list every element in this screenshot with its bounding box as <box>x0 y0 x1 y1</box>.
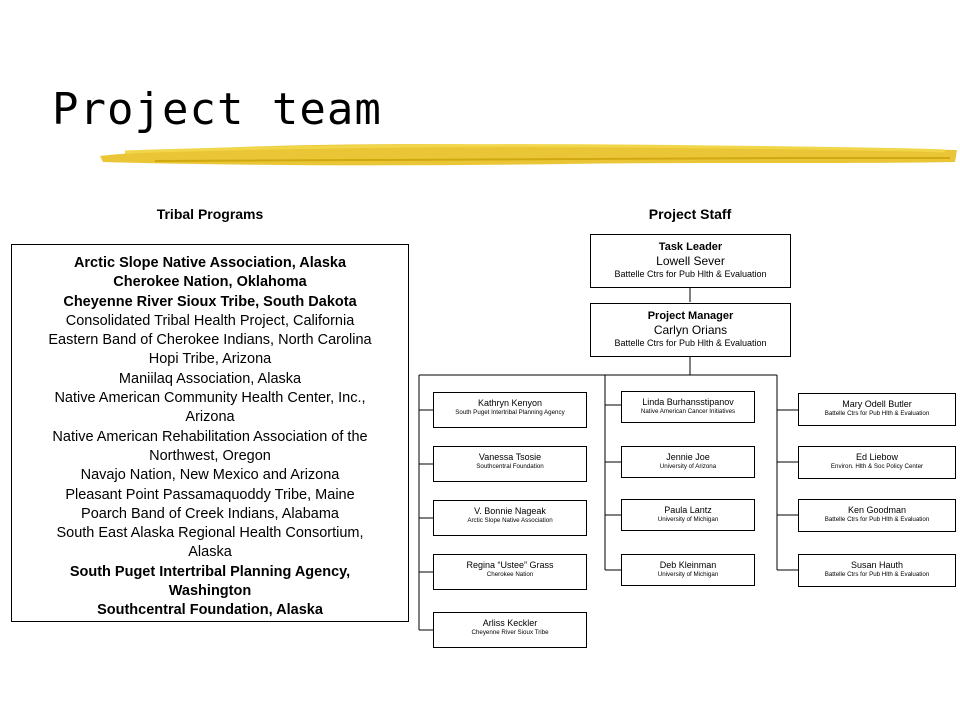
staff-box: Paula Lantz University of Michigan <box>621 499 755 531</box>
project-manager-name: Carlyn Orians <box>653 323 728 338</box>
staff-box: Kathryn Kenyon South Puget Intertribal P… <box>433 392 587 428</box>
project-staff-header: Project Staff <box>648 206 732 222</box>
staff-name: Linda Burhansstipanov <box>642 397 734 407</box>
tribal-programs-header: Tribal Programs <box>156 206 264 222</box>
staff-org: Battelle Ctrs for Pub Hlth & Evaluation <box>824 515 930 523</box>
staff-org: University of Michigan <box>657 515 719 523</box>
staff-name: Vanessa Tsosie <box>478 452 542 462</box>
staff-name: V. Bonnie Nageak <box>474 506 546 516</box>
brush-stroke-underline <box>100 144 957 166</box>
tribal-program-item: Cheyenne River Sioux Tribe, South Dakota <box>63 293 357 310</box>
staff-org: Arctic Slope Native Association <box>467 516 553 524</box>
staff-box: V. Bonnie Nageak Arctic Slope Native Ass… <box>433 500 587 536</box>
staff-name: Susan Hauth <box>850 560 904 570</box>
tribal-program-item: Maniilaq Association, Alaska <box>118 370 302 387</box>
staff-name: Ed Liebow <box>855 452 899 462</box>
tribal-program-item: Hopi Tribe, Arizona <box>148 351 272 368</box>
staff-org: Battelle Ctrs for Pub Hlth & Evaluation <box>824 570 930 578</box>
staff-org: University of Arizona <box>659 462 717 470</box>
tribal-program-item: Washington <box>168 583 252 600</box>
staff-box: Susan Hauth Battelle Ctrs for Pub Hlth &… <box>798 554 956 587</box>
task-leader-role: Task Leader <box>658 241 723 253</box>
tribal-program-item: Native American Rehabilitation Associati… <box>52 428 368 445</box>
task-leader-name: Lowell Sever <box>656 254 725 269</box>
staff-org: Cheyenne River Sioux Tribe <box>471 628 549 636</box>
tribal-program-item: Arctic Slope Native Association, Alaska <box>73 255 347 271</box>
tribal-program-item: Arizona <box>185 409 235 426</box>
staff-box: Linda Burhansstipanov Native American Ca… <box>621 391 755 423</box>
tribal-program-item: Eastern Band of Cherokee Indians, North … <box>48 332 372 349</box>
project-manager-box: Project Manager Carlyn Orians Battelle C… <box>590 303 791 357</box>
staff-org: Cherokee Nation <box>486 570 534 578</box>
staff-org: Battelle Ctrs for Pub Hlth & Evaluation <box>824 409 930 417</box>
tribal-program-item: Cherokee Nation, Oklahoma <box>113 274 307 291</box>
staff-org: Native American Cancer Initiatives <box>640 407 736 415</box>
staff-org: University of Michigan <box>657 570 719 578</box>
tribal-program-item: Pleasant Point Passamaquoddy Tribe, Main… <box>65 486 355 503</box>
tribal-program-item: Native American Community Health Center,… <box>54 390 366 407</box>
tribal-programs-list: Arctic Slope Native Association, Alaska … <box>11 244 409 622</box>
task-leader-box: Task Leader Lowell Sever Battelle Ctrs f… <box>590 234 791 288</box>
staff-org: Environ. Hlth & Soc Policy Center <box>830 462 924 470</box>
tribal-program-item: Northwest, Oregon <box>149 447 271 464</box>
task-leader-org: Battelle Ctrs for Pub Hlth & Evaluation <box>614 268 767 279</box>
slide-title: Project team <box>52 84 382 135</box>
staff-box: Ed Liebow Environ. Hlth & Soc Policy Cen… <box>798 446 956 479</box>
tribal-program-item: Navajo Nation, New Mexico and Arizona <box>80 467 340 484</box>
tribal-program-item: South Puget Intertribal Planning Agency, <box>69 563 351 580</box>
project-manager-role: Project Manager <box>647 310 734 322</box>
staff-name: Mary Odell Butler <box>842 399 912 409</box>
tribal-program-item: South East Alaska Regional Health Consor… <box>56 525 364 542</box>
staff-box: Deb Kleinman University of Michigan <box>621 554 755 586</box>
staff-name: Regina “Ustee” Grass <box>466 560 554 570</box>
staff-name: Kathryn Kenyon <box>477 398 543 408</box>
staff-name: Deb Kleinman <box>659 560 717 570</box>
staff-box: Vanessa Tsosie Southcentral Foundation <box>433 446 587 482</box>
staff-org: Southcentral Foundation <box>476 462 544 470</box>
staff-box: Mary Odell Butler Battelle Ctrs for Pub … <box>798 393 956 426</box>
tribal-program-item: Poarch Band of Creek Indians, Alabama <box>81 505 339 522</box>
staff-box: Jennie Joe University of Arizona <box>621 446 755 478</box>
tribal-program-item: Alaska <box>188 544 232 561</box>
staff-org: South Puget Intertribal Planning Agency <box>455 408 565 416</box>
staff-name: Ken Goodman <box>847 505 907 515</box>
staff-name: Paula Lantz <box>664 505 712 515</box>
staff-box: Ken Goodman Battelle Ctrs for Pub Hlth &… <box>798 499 956 532</box>
staff-box: Regina “Ustee” Grass Cherokee Nation <box>433 554 587 590</box>
staff-box: Arliss Keckler Cheyenne River Sioux Trib… <box>433 612 587 648</box>
tribal-program-item: Southcentral Foundation, Alaska <box>97 602 323 619</box>
staff-name: Arliss Keckler <box>482 618 538 628</box>
project-manager-org: Battelle Ctrs for Pub Hlth & Evaluation <box>614 337 767 348</box>
tribal-program-item: Consolidated Tribal Health Project, Cali… <box>65 312 355 329</box>
staff-name: Jennie Joe <box>666 452 710 462</box>
